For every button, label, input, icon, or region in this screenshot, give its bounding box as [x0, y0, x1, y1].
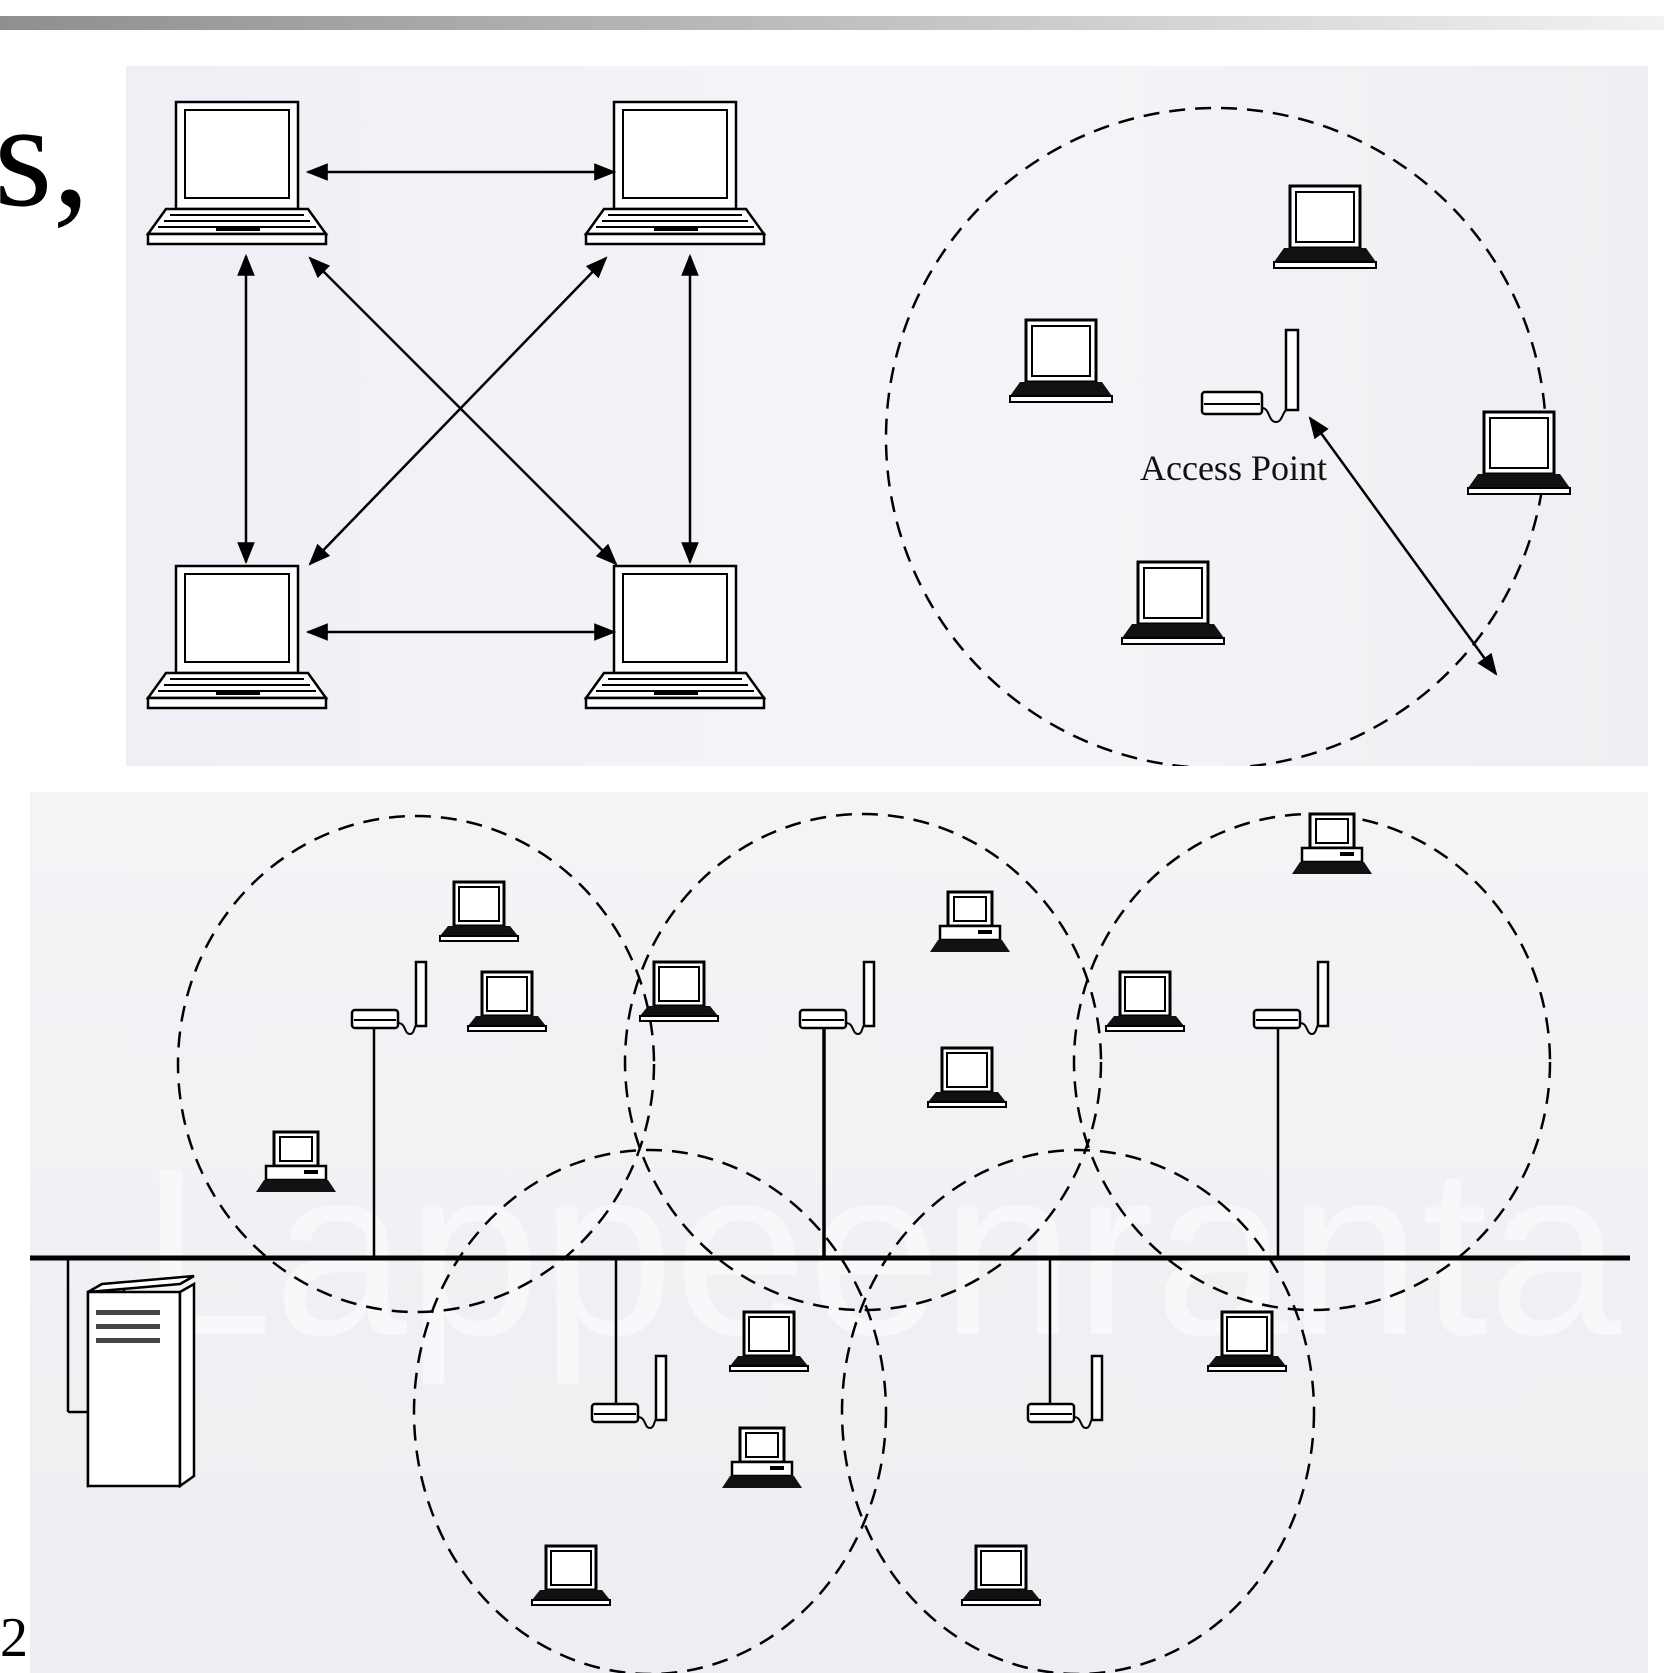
ap-drops — [66, 1026, 1280, 1416]
adhoc-links — [237, 163, 699, 641]
server-icon — [86, 1274, 196, 1489]
access-point-icon — [1200, 328, 1300, 424]
laptop-icon — [146, 100, 328, 246]
laptop-icon — [926, 1046, 1008, 1109]
laptop-icon — [438, 880, 520, 943]
laptop-icon — [530, 1544, 612, 1607]
laptop-icon — [1008, 318, 1114, 404]
laptop-icon — [960, 1544, 1042, 1607]
title-rule — [0, 16, 1664, 30]
desktop-icon — [1290, 812, 1374, 876]
link-arrow — [308, 256, 608, 566]
coverage-circle — [176, 814, 656, 1314]
coverage-circle — [412, 1148, 888, 1673]
laptop-icon — [1272, 184, 1378, 270]
access-point-icon — [1252, 960, 1330, 1036]
laptop-icon — [466, 970, 548, 1033]
desktop-icon — [720, 1426, 804, 1490]
laptop-icon — [1104, 970, 1186, 1033]
laptop-icon — [638, 960, 720, 1023]
laptop-icon — [146, 564, 328, 710]
extended-network-diagram: Lappeenranta — [30, 812, 1630, 1673]
coverage-circle — [884, 106, 1548, 766]
access-point-label: Access Point — [1140, 448, 1327, 488]
range-arrow — [1308, 416, 1498, 676]
access-point-icon — [798, 960, 876, 1036]
slide-title-fragment: s, — [0, 72, 90, 238]
coverage-circle — [840, 1148, 1316, 1673]
laptop-icon — [1120, 560, 1226, 646]
laptop-icon — [1466, 410, 1572, 496]
wlan-modes-panel: Access Point — [126, 66, 1648, 766]
laptop-icon — [584, 564, 766, 710]
extended-service-set-panel: Lappeenranta — [30, 792, 1648, 1673]
coverage-circle — [623, 812, 1103, 1312]
access-point-icon — [350, 960, 428, 1036]
wlan-modes-diagram: Access Point — [146, 100, 1572, 766]
page-number-fragment: 2 — [0, 1607, 28, 1669]
desktop-icon — [928, 890, 1012, 954]
watermark: Lappeenranta — [140, 1117, 1622, 1385]
